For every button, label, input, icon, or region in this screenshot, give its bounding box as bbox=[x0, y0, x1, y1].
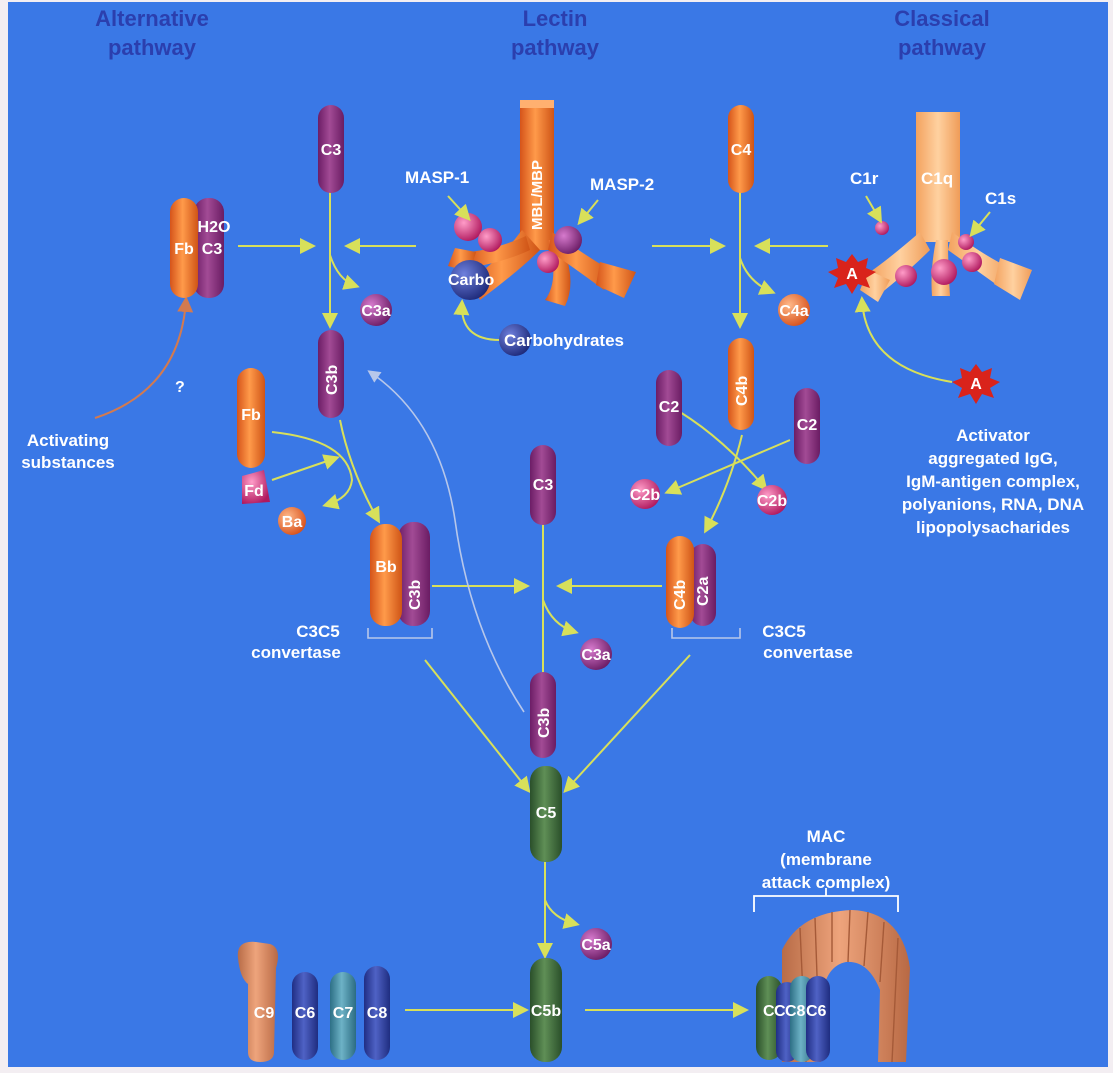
svg-text:Classical: Classical bbox=[894, 6, 989, 31]
svg-text:Alternative: Alternative bbox=[95, 6, 209, 31]
svg-text:C5: C5 bbox=[536, 805, 557, 822]
c3a-ball-2: C3a bbox=[580, 638, 612, 670]
c1s-label: C1s bbox=[985, 189, 1016, 208]
c1r-label: C1r bbox=[850, 169, 879, 188]
svg-text:aggregated IgG,: aggregated IgG, bbox=[928, 449, 1057, 468]
svg-text:attack complex): attack complex) bbox=[762, 873, 891, 892]
svg-text:convertase: convertase bbox=[763, 643, 853, 662]
c7-molecule: C7 bbox=[330, 972, 356, 1060]
c2-molecule-left: C2 bbox=[656, 370, 682, 446]
svg-text:C3a: C3a bbox=[581, 647, 610, 664]
bb-c3b-convertase: Bb C3b bbox=[370, 522, 430, 626]
fb-h2o-c3-complex: Fb H2O C3 bbox=[170, 198, 230, 298]
svg-text:Fd: Fd bbox=[244, 483, 264, 500]
svg-text:C5a: C5a bbox=[581, 937, 610, 954]
svg-text:C3b: C3b bbox=[407, 580, 424, 610]
svg-text:C9: C9 bbox=[254, 1005, 275, 1022]
svg-text:C3b: C3b bbox=[536, 708, 553, 738]
svg-text:Carbohydrates: Carbohydrates bbox=[504, 331, 624, 350]
c3-middle-molecule: C3 bbox=[530, 445, 556, 525]
svg-text:Carbo: Carbo bbox=[448, 272, 494, 289]
svg-text:H2O: H2O bbox=[198, 219, 231, 236]
svg-text:C2a: C2a bbox=[695, 577, 712, 606]
svg-text:Bb: Bb bbox=[375, 559, 397, 576]
masp-1-label: MASP-1 bbox=[405, 168, 469, 187]
svg-text:C5b: C5b bbox=[531, 1003, 561, 1020]
svg-text:(membrane: (membrane bbox=[780, 850, 872, 869]
svg-text:C6: C6 bbox=[295, 1005, 316, 1022]
c4b-c2a-convertase: C4b C2a bbox=[666, 536, 716, 628]
fb-molecule: Fb bbox=[237, 368, 265, 468]
svg-text:C6: C6 bbox=[806, 1003, 827, 1020]
svg-text:Ba: Ba bbox=[282, 514, 303, 531]
svg-text:Fb: Fb bbox=[241, 407, 261, 424]
svg-text:lipopolysacharides: lipopolysacharides bbox=[916, 518, 1070, 537]
c3a-ball-1: C3a bbox=[360, 294, 392, 326]
svg-text:C4b: C4b bbox=[734, 376, 751, 406]
ba-ball: Ba bbox=[278, 507, 306, 535]
masp-2-label: MASP-2 bbox=[590, 175, 654, 194]
svg-text:Activating: Activating bbox=[27, 431, 109, 450]
svg-text:Fb: Fb bbox=[174, 241, 194, 258]
svg-text:MAC: MAC bbox=[807, 827, 846, 846]
svg-text:C4: C4 bbox=[731, 142, 752, 159]
c5a-ball: C5a bbox=[580, 928, 612, 960]
svg-text:C8: C8 bbox=[367, 1005, 388, 1022]
svg-text:pathway: pathway bbox=[898, 35, 987, 60]
c6-molecule: C6 bbox=[292, 972, 318, 1060]
svg-text:C8: C8 bbox=[785, 1003, 806, 1020]
svg-text:C3: C3 bbox=[202, 241, 223, 258]
svg-text:Activator: Activator bbox=[956, 426, 1030, 445]
svg-text:Lectin: Lectin bbox=[523, 6, 588, 31]
svg-text:convertase: convertase bbox=[251, 643, 341, 662]
c3b-molecule-2: C3b bbox=[530, 672, 556, 758]
svg-text:C2: C2 bbox=[659, 399, 680, 416]
svg-text:A: A bbox=[970, 376, 982, 393]
svg-text:polyanions, RNA, DNA: polyanions, RNA, DNA bbox=[902, 495, 1084, 514]
c3-top-molecule: C3 bbox=[318, 105, 344, 193]
svg-text:pathway: pathway bbox=[108, 35, 197, 60]
svg-text:C3a: C3a bbox=[361, 303, 390, 320]
question-mark: ? bbox=[175, 379, 185, 396]
svg-text:C3C5: C3C5 bbox=[296, 622, 339, 641]
c4-top-molecule: C4 bbox=[728, 105, 754, 193]
svg-text:pathway: pathway bbox=[511, 35, 600, 60]
svg-text:C3: C3 bbox=[533, 477, 554, 494]
svg-text:C3C5: C3C5 bbox=[762, 622, 805, 641]
c1q-label: C1q bbox=[921, 169, 953, 188]
svg-text:C3: C3 bbox=[321, 142, 342, 159]
svg-text:C4a: C4a bbox=[779, 303, 808, 320]
c2-molecule-right: C2 bbox=[794, 388, 820, 464]
svg-text:C2b: C2b bbox=[630, 487, 660, 504]
svg-text:C2: C2 bbox=[797, 417, 818, 434]
svg-text:C4b: C4b bbox=[672, 580, 689, 610]
svg-text:IgM-antigen complex,: IgM-antigen complex, bbox=[906, 472, 1080, 491]
c3b-molecule-1: C3b bbox=[318, 330, 344, 418]
c4a-ball: C4a bbox=[778, 294, 810, 326]
c8-molecule: C8 bbox=[364, 966, 390, 1060]
svg-text:A: A bbox=[846, 266, 858, 283]
svg-text:C3b: C3b bbox=[324, 365, 341, 395]
c5-molecule: C5 bbox=[530, 766, 562, 862]
c4b-molecule: C4b bbox=[728, 338, 754, 430]
svg-text:substances: substances bbox=[21, 453, 115, 472]
svg-text:C2b: C2b bbox=[757, 493, 787, 510]
c5b-molecule: C5b bbox=[530, 958, 562, 1062]
svg-text:MBL/MBP: MBL/MBP bbox=[529, 160, 546, 230]
svg-text:C7: C7 bbox=[333, 1005, 354, 1022]
